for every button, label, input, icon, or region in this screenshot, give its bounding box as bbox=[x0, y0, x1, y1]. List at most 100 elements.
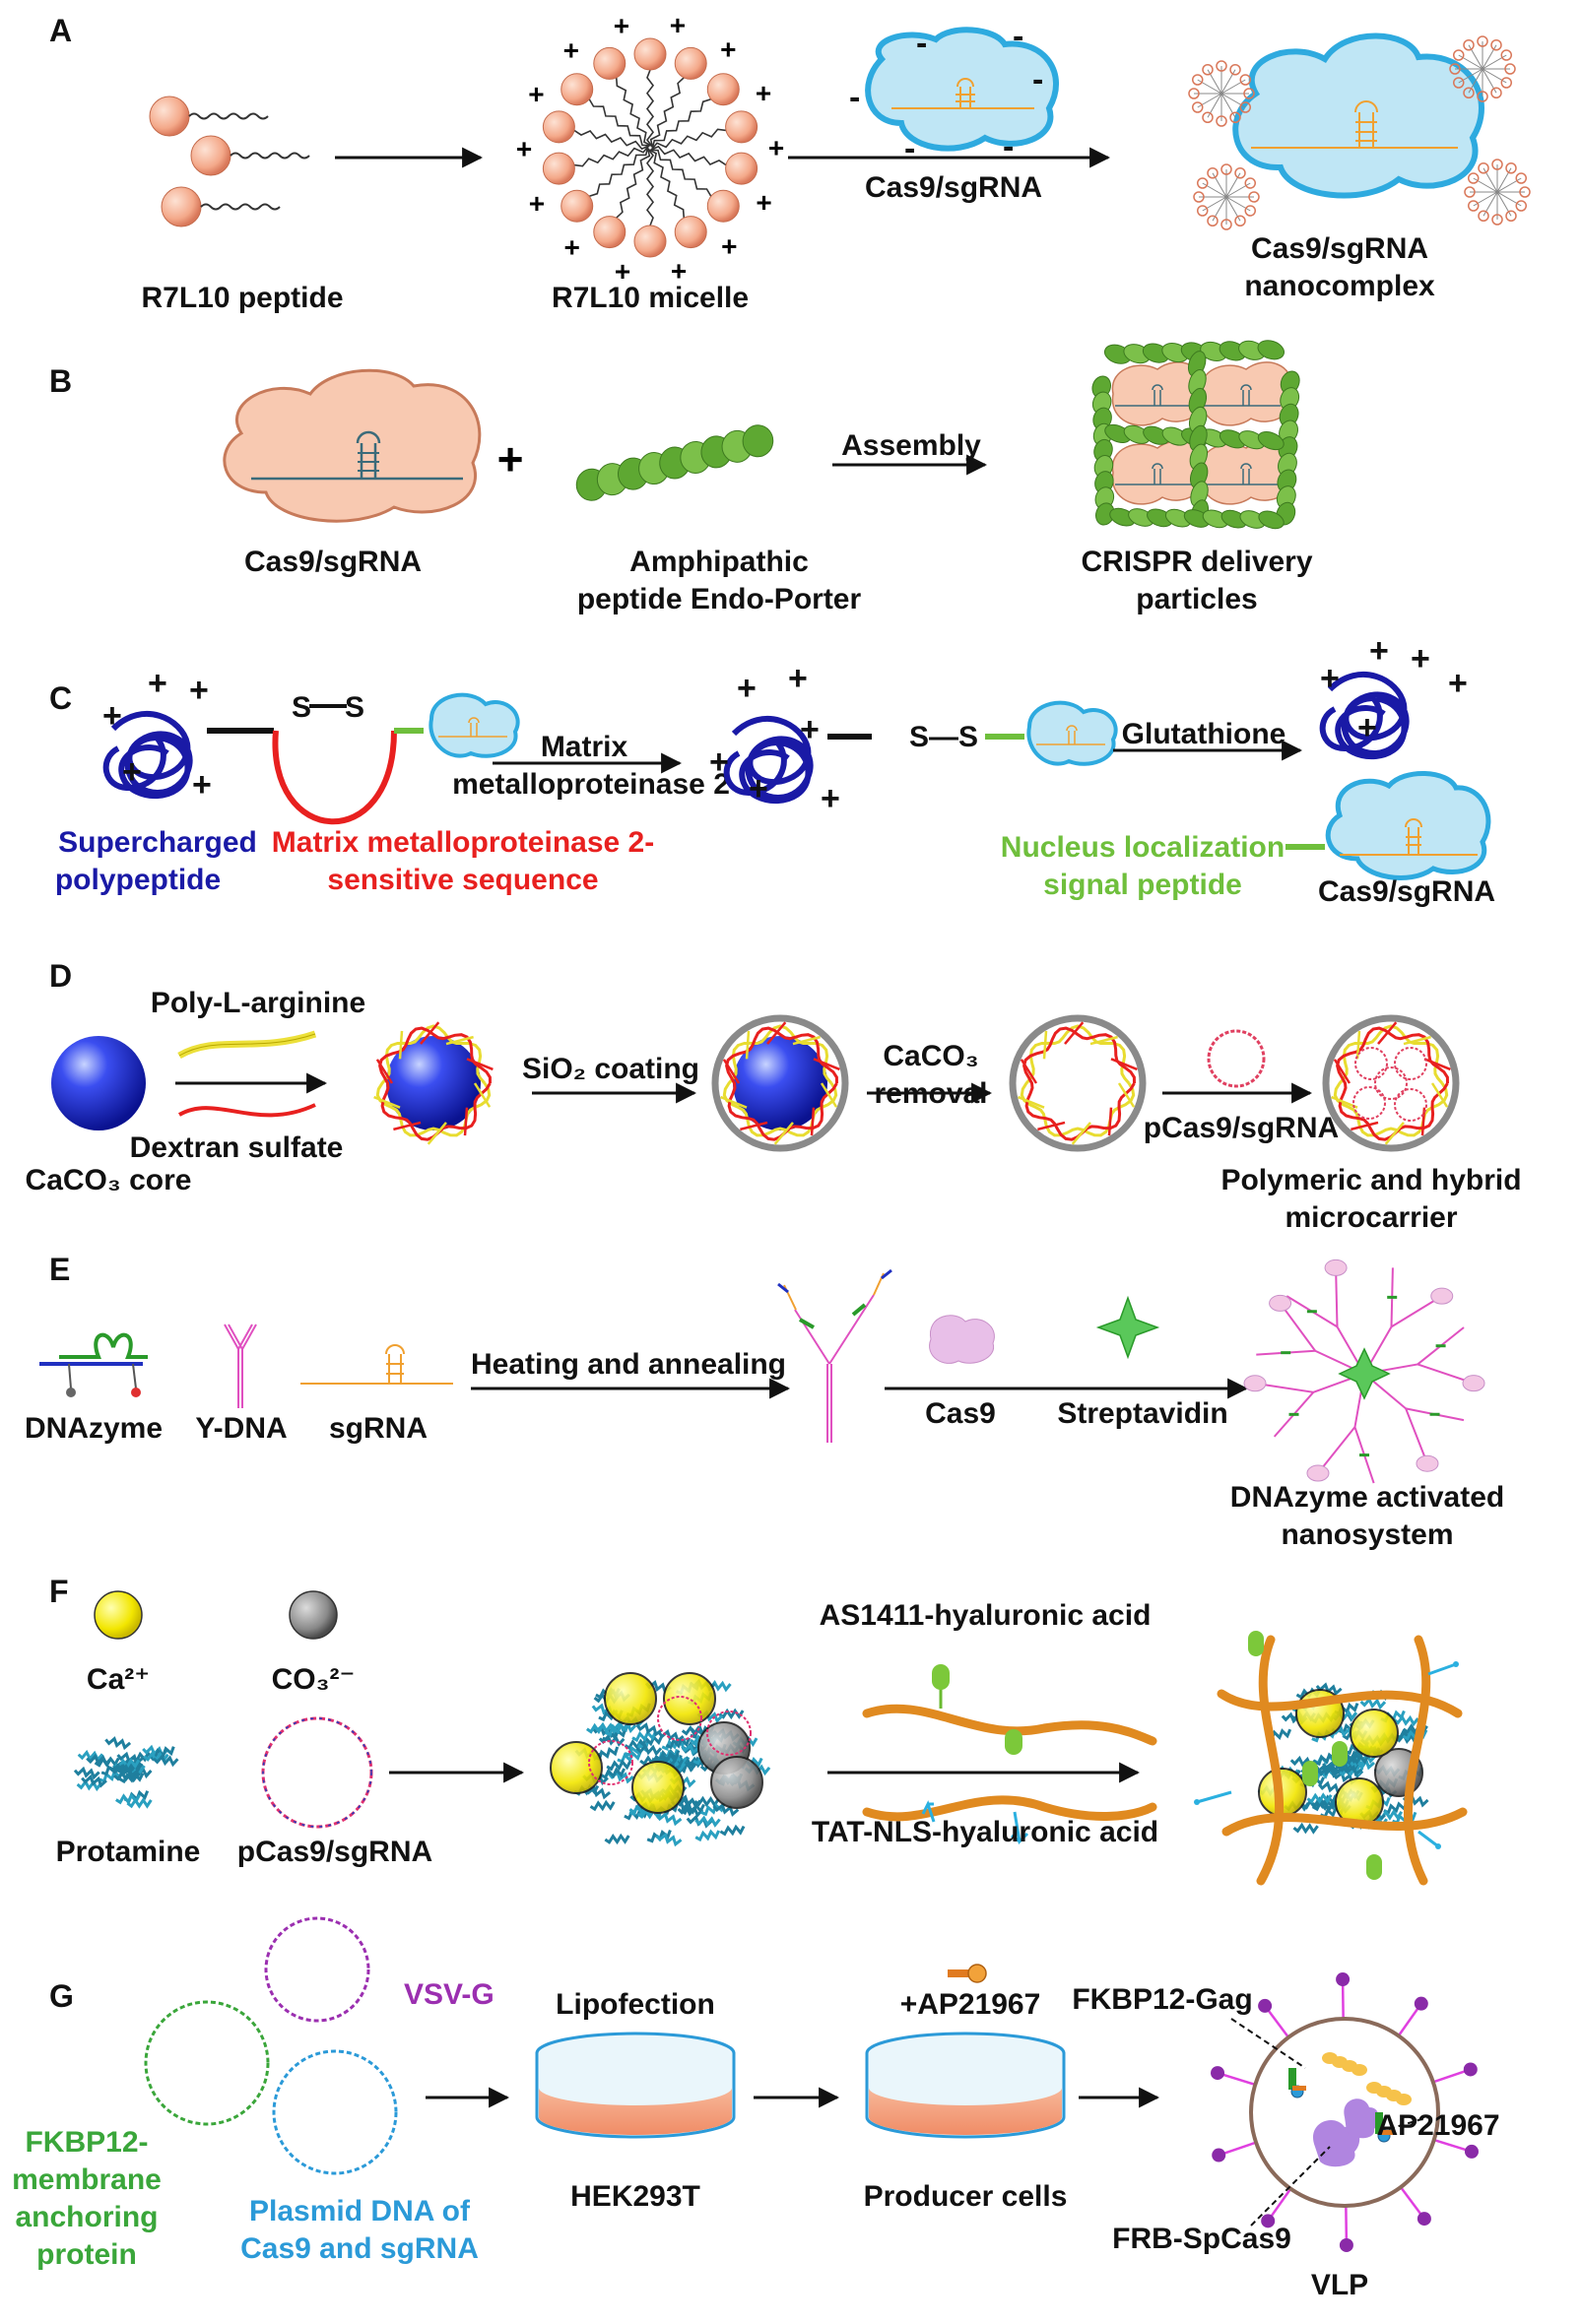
supercharged-label-2: polypeptide bbox=[55, 864, 221, 896]
crispr-particle-label-2: particles bbox=[1136, 583, 1257, 615]
dnazyme-nanosystem-icon bbox=[1244, 1259, 1484, 1483]
heating-annealing-label: Heating and annealing bbox=[471, 1348, 786, 1381]
panel-d: D CaCO₃ core Poly-L-arginine Dextran sul… bbox=[26, 958, 1522, 1234]
plus-sign: + bbox=[497, 433, 524, 484]
minus-sign: - bbox=[904, 130, 915, 167]
tat-nls-label: TAT-NLS-hyaluronic acid bbox=[812, 1816, 1158, 1848]
dextran-sulfate-label: Dextran sulfate bbox=[130, 1131, 344, 1164]
protamine-icon bbox=[75, 1739, 177, 1806]
cas9-sgrna-icon bbox=[225, 370, 480, 521]
plus-sign: + bbox=[192, 766, 212, 804]
panel-f-letter: F bbox=[49, 1574, 69, 1609]
svg-text:+: + bbox=[670, 10, 686, 40]
cas9-sgrna-negative-icon bbox=[868, 30, 1056, 148]
pcas9-label-d: pCas9/sgRNA bbox=[1144, 1112, 1339, 1144]
panel-e: E DNAzyme Y-DNA sgRNA Heating and anneal… bbox=[25, 1252, 1504, 1551]
cas9-sgrna-label-c: Cas9/sgRNA bbox=[1318, 875, 1495, 908]
vlp-label: VLP bbox=[1311, 2269, 1368, 2301]
nanocomplex-label-1: Cas9/sgRNA bbox=[1251, 232, 1428, 265]
svg-text:+: + bbox=[756, 187, 771, 218]
svg-text:+: + bbox=[528, 79, 544, 109]
cas9-label-e: Cas9 bbox=[925, 1397, 996, 1430]
nls-label-1: Nucleus localization bbox=[1001, 831, 1285, 864]
mmp2-label-2: sensitive sequence bbox=[327, 864, 598, 896]
svg-text:+: + bbox=[563, 231, 579, 262]
endo-porter-label-2: peptide Endo-Porter bbox=[577, 583, 862, 615]
panel-a: A R7L10 peptide ++++++++++++++ R7L10 mic… bbox=[49, 10, 1530, 314]
fkbp12-label-4: protein bbox=[36, 2238, 137, 2271]
as1411-label: AS1411-hyaluronic acid bbox=[820, 1599, 1152, 1632]
plus-sign: + bbox=[821, 780, 840, 817]
hek293t-dish-icon bbox=[537, 2034, 734, 2137]
dnazyme-icon bbox=[39, 1335, 148, 1397]
cas9-sgrna-plasmid-icon bbox=[274, 2051, 396, 2173]
svg-text:+: + bbox=[529, 188, 545, 219]
producer-cells-label: Producer cells bbox=[864, 2180, 1068, 2213]
endo-porter-helix-icon bbox=[575, 423, 774, 501]
plasmid-label-2: Cas9 and sgRNA bbox=[240, 2232, 479, 2265]
pcas9-plasmid-icon bbox=[1209, 1031, 1264, 1086]
endo-porter-label-1: Amphipathic bbox=[629, 546, 809, 578]
supercharged-label-1: Supercharged bbox=[58, 826, 257, 859]
plus-sign: + bbox=[800, 711, 820, 748]
pcas9-label-f: pCas9/sgRNA bbox=[237, 1836, 432, 1868]
minus-sign: - bbox=[1013, 18, 1023, 55]
r7l10-micelle-icon: ++++++++++++++ bbox=[516, 10, 784, 287]
ap21967-molecule-icon bbox=[948, 1965, 986, 1982]
crispr-particle-icon bbox=[1089, 337, 1302, 532]
plus-sign: + bbox=[709, 743, 729, 781]
caco3-core-label: CaCO₃ core bbox=[26, 1164, 192, 1196]
dextran-sulfate-strand bbox=[179, 1105, 315, 1115]
plus-sign: + bbox=[749, 770, 768, 807]
panel-c-letter: C bbox=[49, 680, 72, 716]
assembled-y-dna-icon bbox=[778, 1270, 891, 1443]
poly-l-arginine-label: Poly-L-arginine bbox=[151, 987, 365, 1019]
nanocomplex-label-2: nanocomplex bbox=[1244, 270, 1435, 302]
supercharged-polypeptide-icon bbox=[727, 719, 811, 801]
mmp2-label-1: Matrix metalloproteinase 2- bbox=[272, 826, 654, 859]
fkbp12-plasmid-icon bbox=[146, 2002, 268, 2124]
cas9-sgrna-arrow-label: Cas9/sgRNA bbox=[865, 171, 1042, 204]
cas9-sgrna-small-icon bbox=[1028, 703, 1115, 764]
r7l10-peptide-label: R7L10 peptide bbox=[141, 282, 343, 314]
sulfur-label: S bbox=[345, 691, 364, 724]
minus-sign: - bbox=[1032, 61, 1043, 98]
plus-sign: + bbox=[737, 670, 757, 707]
producer-dish-icon bbox=[867, 2034, 1064, 2137]
r7l10-micelle-label: R7L10 micelle bbox=[552, 282, 749, 314]
plus-sign: + bbox=[189, 672, 209, 709]
sio2-label: SiO₂ coating bbox=[522, 1053, 699, 1085]
plus-sign: + bbox=[1448, 665, 1468, 702]
frb-spcas9-label: FRB-SpCas9 bbox=[1112, 2223, 1291, 2255]
plus-sign: + bbox=[1411, 640, 1430, 678]
plus-sign: + bbox=[1320, 660, 1340, 697]
protamine-label: Protamine bbox=[56, 1836, 201, 1868]
panel-b: B Cas9/sgRNA + Amphipathic peptide Endo-… bbox=[49, 337, 1313, 615]
mmp2-arrow-label-1: Matrix bbox=[541, 731, 628, 763]
fkbp12-label-2: membrane bbox=[12, 2163, 162, 2196]
mmp2-loop bbox=[275, 731, 394, 821]
dnazyme-label: DNAzyme bbox=[25, 1412, 163, 1445]
as1411-ha-icon bbox=[867, 1664, 1153, 1755]
carbonate-label: CO₃²⁻ bbox=[272, 1663, 356, 1696]
y-dna-icon bbox=[225, 1324, 256, 1408]
minus-sign: - bbox=[849, 79, 860, 116]
plus-sign: + bbox=[1357, 709, 1377, 746]
plus-sign: + bbox=[122, 753, 142, 791]
crispr-particle-label-1: CRISPR delivery bbox=[1081, 546, 1312, 578]
nls-label-2: signal peptide bbox=[1043, 869, 1242, 901]
fkbp12-gag-label: FKBP12-Gag bbox=[1072, 1983, 1252, 2016]
r7l10-peptide-icon bbox=[150, 97, 309, 226]
plus-sign: + bbox=[1369, 632, 1389, 670]
cas9-nanocomplex-icon bbox=[1235, 36, 1482, 196]
carbonate-ion-icon bbox=[290, 1591, 337, 1639]
lipofection-label: Lipofection bbox=[556, 1988, 715, 2021]
cas9-sgrna-icon bbox=[1328, 773, 1488, 877]
svg-text:+: + bbox=[768, 132, 784, 162]
panel-e-letter: E bbox=[49, 1252, 70, 1287]
streptavidin-label: Streptavidin bbox=[1057, 1397, 1227, 1430]
ap21967-label: AP21967 bbox=[1376, 2109, 1499, 2142]
svg-text:+: + bbox=[720, 34, 736, 65]
